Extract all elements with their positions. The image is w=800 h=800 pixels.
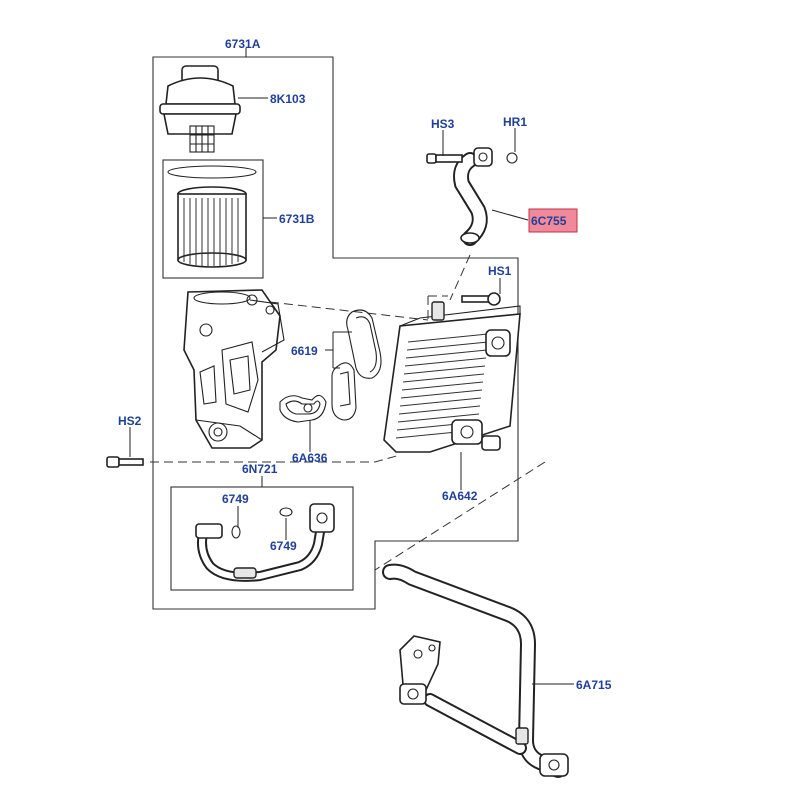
callout-HS2: HS2 [118,414,142,428]
oring-6749-b [279,507,293,517]
callout-6731B: 6731B [279,212,315,226]
callout-HS1: HS1 [488,264,512,278]
bolt-HS1 [461,292,501,306]
callout-6C755: 6C755 [531,214,567,228]
leader-lines [129,48,574,685]
filter-element-6731B [167,165,257,268]
oring-6749-a [231,525,241,539]
hose-6C755 [453,147,493,246]
filter-cap-8K103 [159,65,241,153]
callout-8K103: 8K103 [270,92,306,106]
filter-housing [183,289,285,449]
callout-6N721: 6N721 [242,462,278,476]
seal-6A636 [279,394,327,423]
callout-highlight-6C755 [528,208,578,233]
callout-HS3: HS3 [431,117,455,131]
callout-6A636: 6A636 [292,451,328,465]
subframe-6731B [162,159,264,279]
bolt-HS2 [106,456,144,468]
oil-cooler-6A642 [383,301,521,453]
callout-6A642: 6A642 [442,489,478,503]
bolt-HS3 [426,153,463,164]
callout-6A715: 6A715 [576,678,612,692]
callout-6749-upper: 6749 [222,492,249,506]
clip-HR1 [506,152,518,164]
pipe-6A715 [382,563,569,778]
pipe-6N721 [195,503,335,582]
gasket-6619 [331,309,382,421]
callout-6749-lower: 6749 [270,539,297,553]
callout-HR1: HR1 [503,115,527,129]
assembly-frame-6731A [152,56,519,610]
callout-6731A: 6731A [225,37,261,51]
callout-6619: 6619 [291,344,318,358]
alignment-lines [150,254,546,571]
